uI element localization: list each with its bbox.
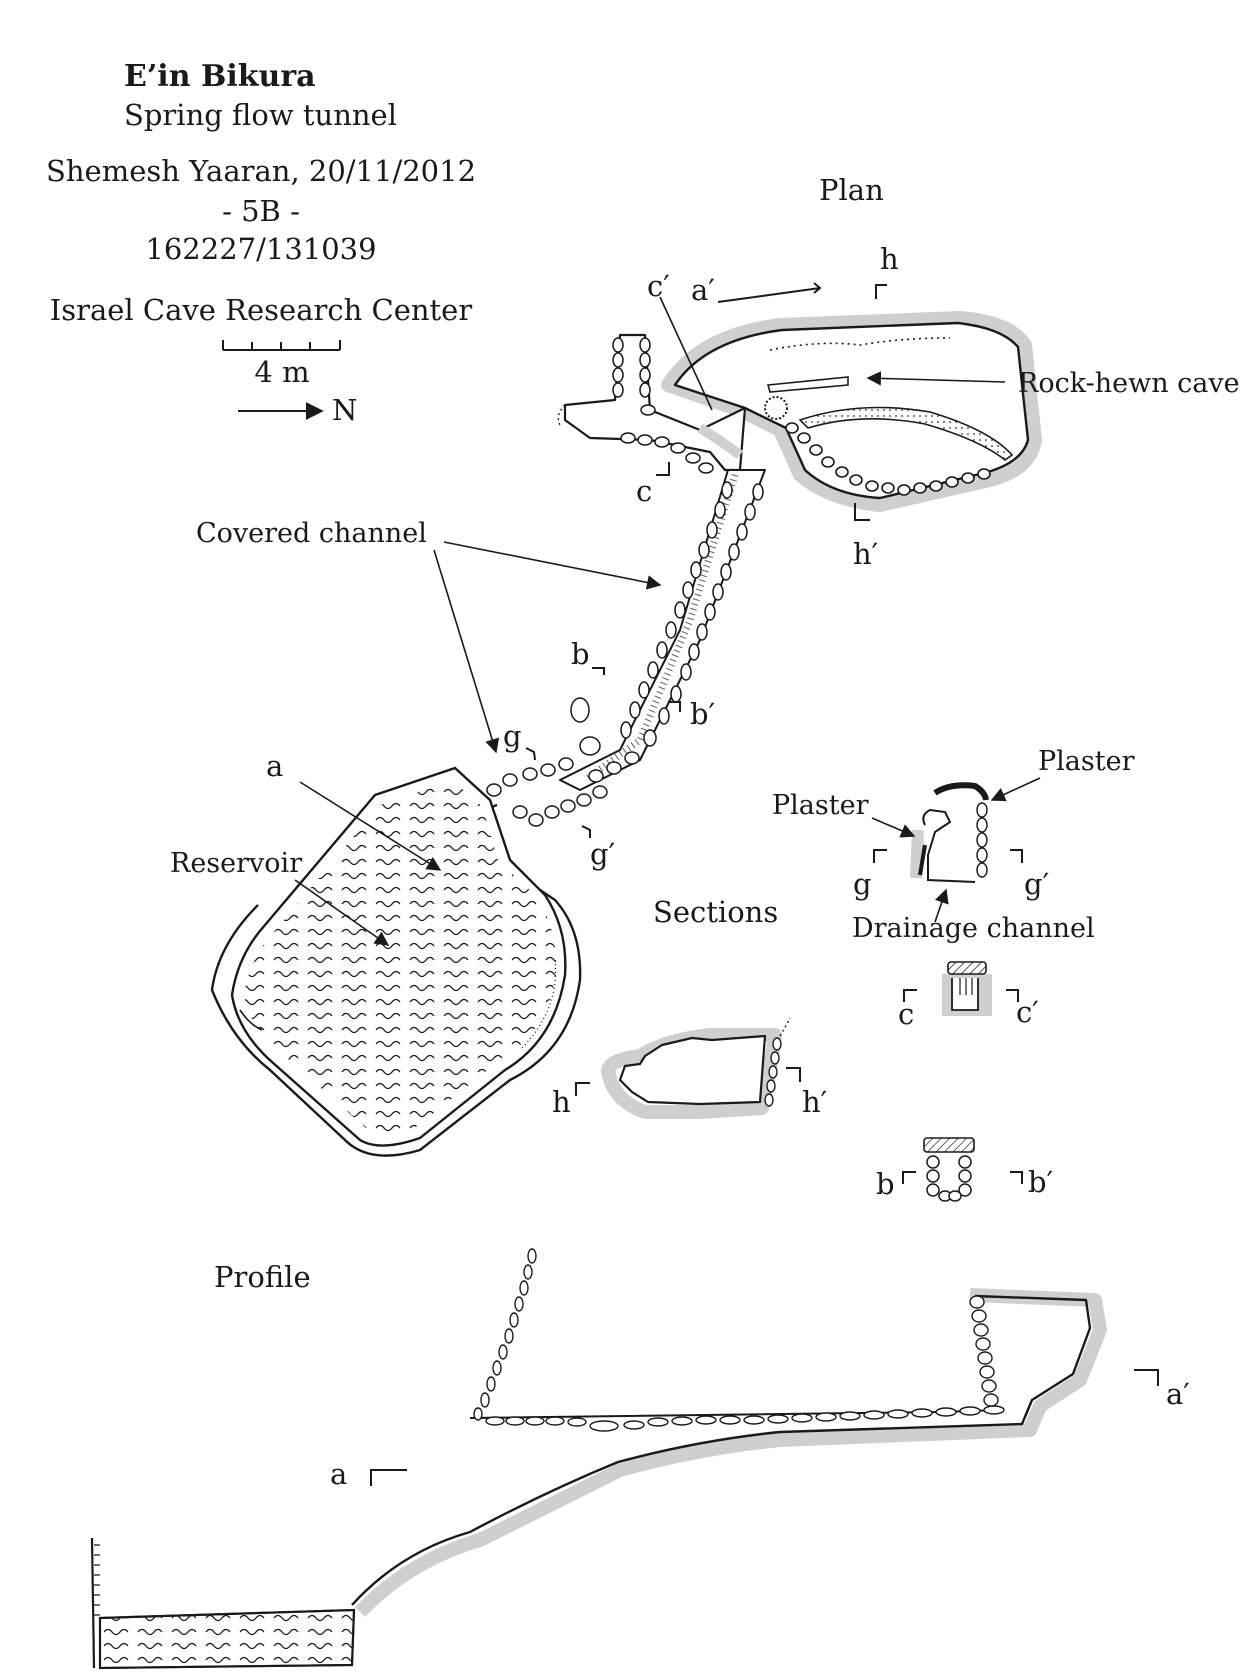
- section-h: [575, 1017, 801, 1119]
- marker-h-plan: h: [880, 242, 899, 276]
- profile-view: [90, 1248, 1159, 1670]
- marker-g-prime-plan: g′: [590, 837, 616, 871]
- reservoir-water: [244, 780, 557, 1134]
- rock-hewn-bench: [798, 406, 1014, 462]
- marker-b-prime-plan: b′: [690, 697, 716, 731]
- marker-g-prime-section: g′: [1024, 867, 1050, 901]
- profile-floor-shadow: [354, 1288, 1107, 1617]
- plaster-label-right: Plaster: [1038, 746, 1135, 777]
- title: E’in Bikura: [124, 59, 316, 94]
- covered-channel-label: Covered channel: [196, 518, 427, 549]
- marker-h-section: h: [552, 1085, 571, 1119]
- reservoir-label: Reservoir: [170, 848, 303, 879]
- marker-b-prime-section: b′: [1028, 1165, 1054, 1199]
- profile-floor: [351, 1294, 1092, 1606]
- profile-title: Profile: [214, 1260, 311, 1294]
- plan-view: [210, 282, 1042, 1157]
- marker-c-section: c: [898, 997, 915, 1031]
- institution: Israel Cave Research Center: [49, 293, 473, 327]
- section-g: [871, 777, 1041, 923]
- north-label: N: [332, 393, 358, 427]
- plan-title: Plan: [819, 173, 884, 207]
- profile-pool: [99, 1608, 356, 1670]
- section-c: [903, 961, 1019, 1016]
- reservoir-outer-wall: [210, 803, 582, 1157]
- marker-g-plan: g: [503, 719, 522, 753]
- survey-code: - 5B -: [222, 194, 300, 228]
- marker-h-prime-section: h′: [802, 1085, 828, 1119]
- marker-c-prime: c′: [647, 269, 670, 303]
- scale-label: 4 m: [254, 355, 310, 389]
- marker-a-plan: a: [266, 749, 284, 783]
- marker-b-section: b: [876, 1167, 895, 1201]
- marker-g-section: g: [853, 867, 872, 901]
- rock-hewn-cave-label: Rock-hewn cave: [1018, 368, 1240, 399]
- subtitle: Spring flow tunnel: [124, 98, 397, 132]
- marker-b-plan: b: [571, 637, 590, 671]
- surveyor: Shemesh Yaaran, 20/11/2012: [46, 154, 477, 188]
- marker-a-prime-plan: a′: [691, 273, 715, 307]
- drainage-channel-label: Drainage channel: [852, 913, 1095, 944]
- scale-bar: [222, 340, 341, 351]
- marker-c-plan: c: [636, 474, 653, 508]
- coordinates: 162227/131039: [145, 232, 377, 266]
- sections-title: Sections: [653, 895, 779, 929]
- marker-a-profile: a: [330, 1457, 348, 1491]
- section-b: [902, 1137, 1023, 1202]
- plaster-label-left: Plaster: [772, 790, 869, 821]
- rock-hewn-cave-shadow: [661, 311, 1042, 512]
- marker-h-prime-plan: h′: [853, 537, 879, 571]
- marker-c-prime-section: c′: [1016, 995, 1039, 1029]
- marker-a-prime-profile: a′: [1166, 1377, 1190, 1411]
- upper-arm-outline: [563, 333, 747, 472]
